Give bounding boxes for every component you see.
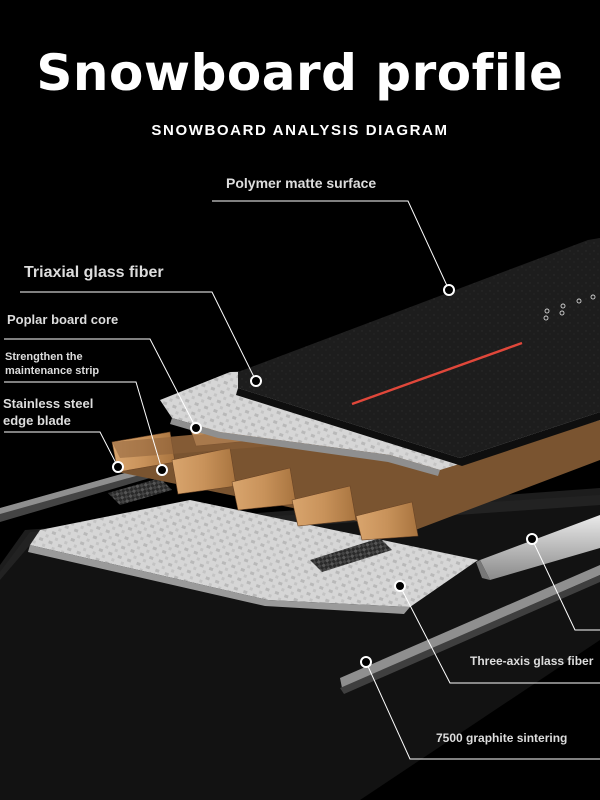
dot-polymer xyxy=(443,284,455,296)
page-subtitle: SNOWBOARD ANALYSIS DIAGRAM xyxy=(151,122,449,139)
leader-lines xyxy=(4,200,600,760)
page-title: Snowboard profile xyxy=(36,44,564,102)
label-poplar-board-core: Poplar board core xyxy=(7,312,119,327)
label-polymer-matte-surface: Polymer matte surface xyxy=(226,175,377,191)
dot-steel xyxy=(112,461,124,473)
lower-fiber-sheet xyxy=(28,500,478,614)
label-three-axis-glass-fiber: Three-axis glass fiber xyxy=(470,654,594,668)
callout-dots xyxy=(112,284,538,668)
label-maintenance-strip: Strengthen the maintenance strip xyxy=(5,350,99,379)
steel-edge-rails xyxy=(0,466,600,694)
dot-maintenance-right xyxy=(526,533,538,545)
label-triaxial-glass-fiber: Triaxial glass fiber xyxy=(24,264,164,281)
label-graphite-sintering: 7500 graphite sintering xyxy=(436,731,568,745)
maintenance-strip-right xyxy=(476,515,600,580)
dot-triaxial xyxy=(250,375,262,387)
dot-graphite xyxy=(360,656,372,668)
label-steel-edge-line1: Stainless steel xyxy=(3,396,94,411)
dot-three-axis xyxy=(394,580,406,592)
top-sheet xyxy=(236,238,600,466)
accent-stripe xyxy=(351,341,523,406)
label-steel-edge-blade: Stainless steel edge blade xyxy=(3,396,93,430)
label-maintenance-strip-line1: Strengthen the xyxy=(5,351,83,363)
label-maintenance-strip-line2: maintenance strip xyxy=(5,365,100,378)
insert-holes xyxy=(543,294,596,321)
carbon-strips xyxy=(108,478,392,572)
dot-poplar xyxy=(190,422,202,434)
label-steel-edge-line2: edge blade xyxy=(3,412,71,428)
dot-strengthen xyxy=(156,464,168,476)
